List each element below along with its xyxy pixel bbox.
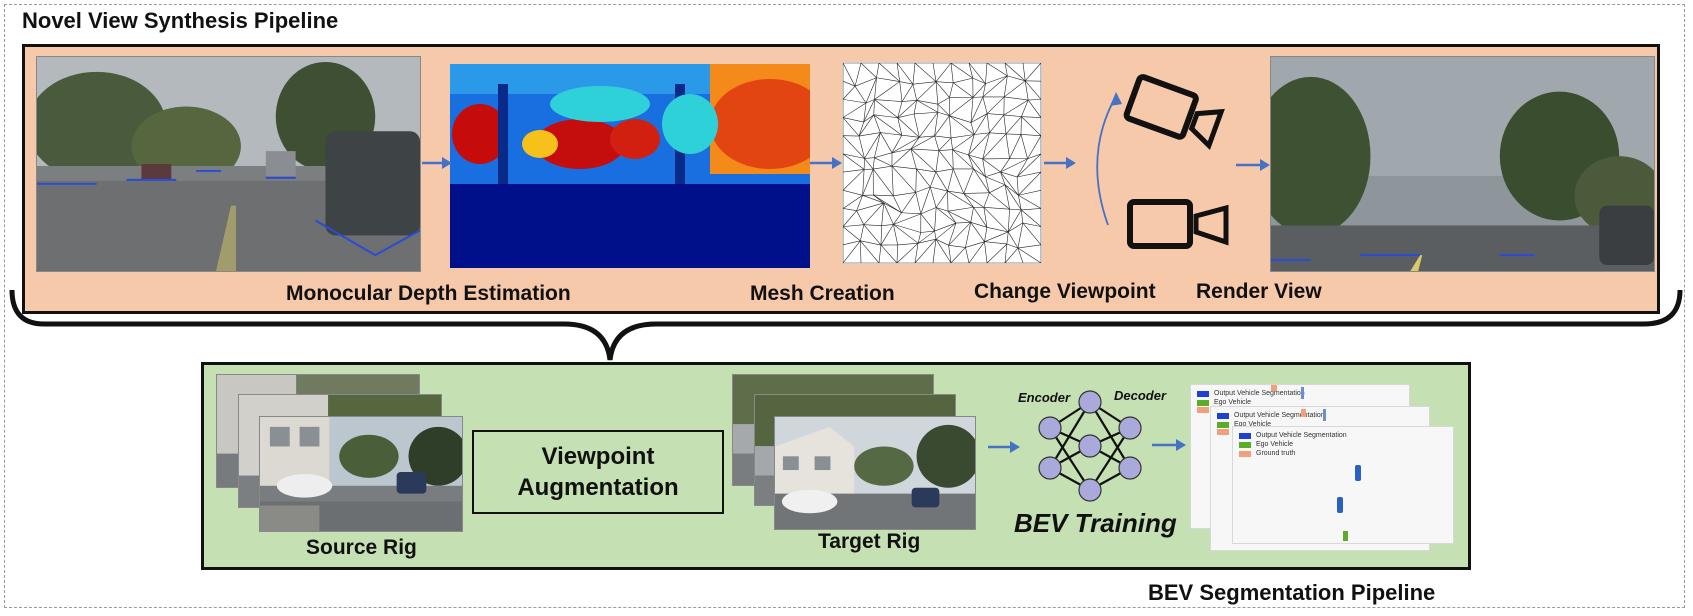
- legend: Output Vehicle Segmentation Ego Vehicle: [1217, 411, 1325, 435]
- legend: Output Vehicle Segmentation Ego Vehicle: [1197, 389, 1305, 413]
- rendered-view-photo: [1270, 56, 1655, 272]
- label-depth-estimation: Monocular Depth Estimation: [286, 282, 571, 305]
- legend-ego: Ego Vehicle: [1214, 399, 1251, 406]
- label-mesh-creation: Mesh Creation: [750, 282, 895, 305]
- legend-ego: Ego Vehicle: [1256, 441, 1293, 448]
- outer-frame: [4, 4, 1685, 608]
- nvs-title: Novel View Synthesis Pipeline: [22, 8, 339, 33]
- decoder-label: Decoder: [1114, 388, 1167, 403]
- augmentation-line1: Viewpoint: [541, 442, 655, 470]
- mesh-image: [842, 62, 1042, 264]
- legend-output: Output Vehicle Segmentation: [1214, 390, 1305, 397]
- depth-map-image: [450, 64, 810, 268]
- bev-title: BEV Segmentation Pipeline: [1148, 580, 1436, 605]
- legend-ego: Ego Vehicle: [1234, 421, 1271, 428]
- label-target-rig: Target Rig: [818, 530, 921, 553]
- source-rig-photo-front: [259, 416, 463, 532]
- label-render-view: Render View: [1196, 280, 1322, 303]
- legend: Output Vehicle Segmentation Ego Vehicle …: [1239, 431, 1347, 458]
- arrow-2: [810, 157, 842, 169]
- arrow-to-network: [988, 441, 1020, 453]
- brace: [9, 289, 1683, 361]
- change-viewpoint-icon: [1096, 74, 1229, 249]
- segmentation-output-front: Output Vehicle Segmentation Ego Vehicle …: [1232, 426, 1454, 544]
- arrow-1: [422, 157, 452, 169]
- label-source-rig: Source Rig: [306, 536, 417, 559]
- augmentation-line2: Augmentation: [517, 474, 679, 501]
- bev-training-label: BEV Training: [1014, 508, 1177, 538]
- legend-truth: Ground truth: [1256, 450, 1296, 457]
- legend-output: Output Vehicle Segmentation: [1234, 412, 1325, 419]
- arrow-3: [1044, 157, 1076, 169]
- viewpoint-augmentation-box: Viewpoint Augmentation: [472, 430, 724, 514]
- neural-network-icon: [1038, 390, 1142, 502]
- encoder-label: Encoder: [1018, 390, 1071, 405]
- source-street-photo: [36, 56, 421, 272]
- arrow-4: [1236, 159, 1270, 171]
- label-change-viewpoint: Change Viewpoint: [974, 280, 1156, 303]
- target-rig-photo-front: [774, 416, 976, 530]
- arrow-to-segmentation: [1152, 439, 1186, 451]
- legend-output: Output Vehicle Segmentation: [1256, 432, 1347, 439]
